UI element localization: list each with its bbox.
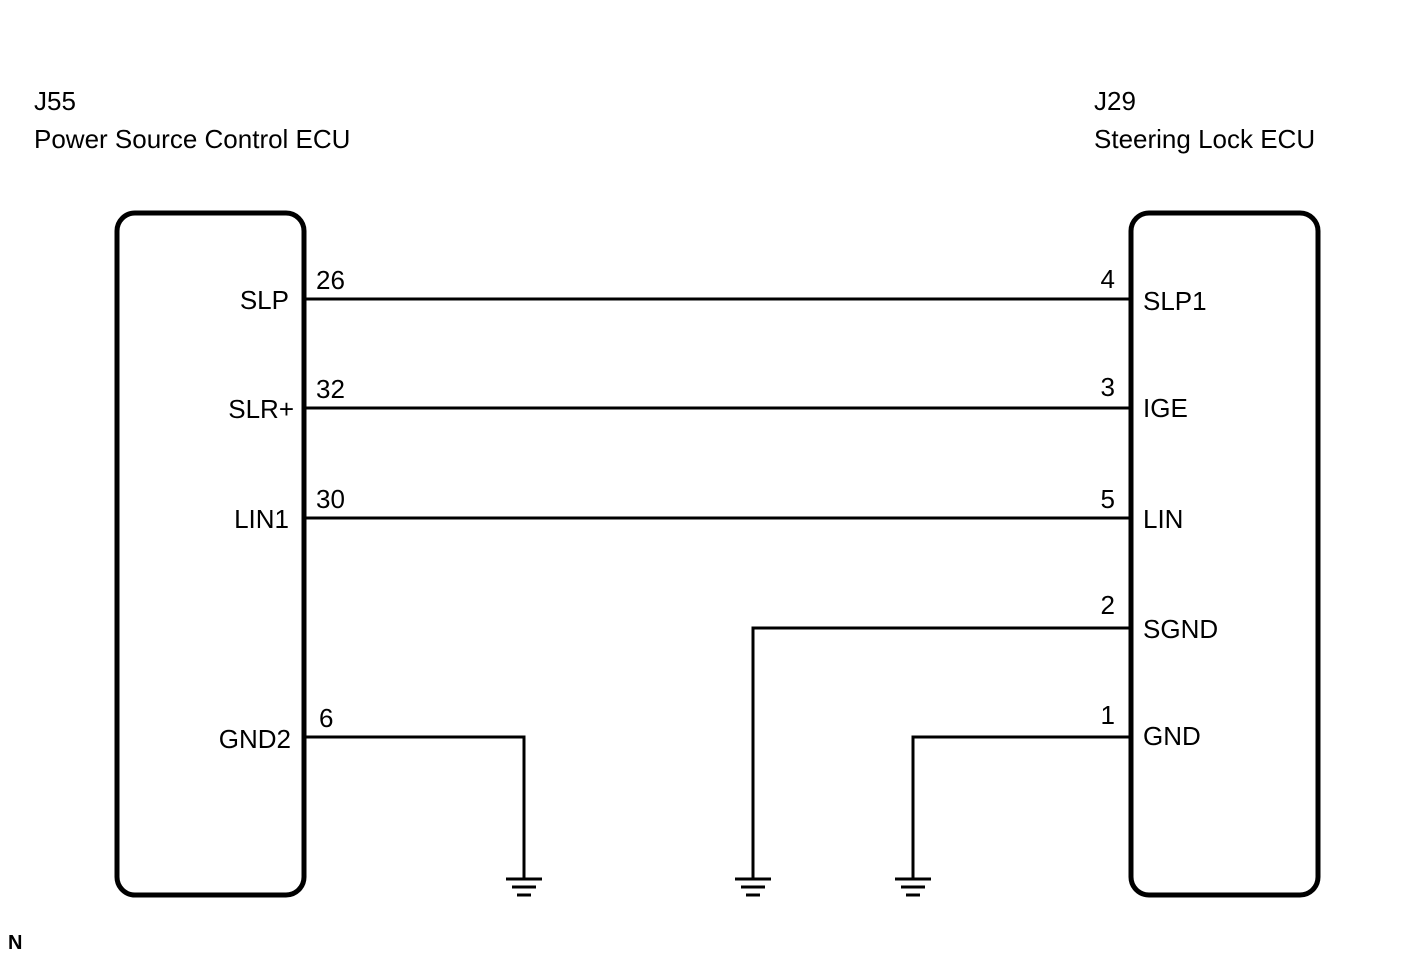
ground-symbol-left	[506, 877, 542, 897]
right-terminal-sgnd: SGND	[1143, 614, 1218, 644]
right-pin-number-gnd: 1	[1101, 700, 1115, 730]
left-pin-number-slp: 26	[316, 265, 345, 295]
left-ecu-box	[114, 210, 307, 898]
right-terminal-lin: LIN	[1143, 504, 1183, 534]
right-ecu-name: Steering Lock ECU	[1094, 124, 1315, 154]
ground-symbol-middle	[735, 877, 771, 897]
wire-gnd2-to-ground	[305, 735, 526, 878]
left-pin-number-gnd2: 6	[319, 703, 333, 733]
wire-sgnd-to-ground	[751, 626, 1131, 878]
left-ecu-name: Power Source Control ECU	[34, 124, 350, 154]
right-ecu-box	[1128, 210, 1321, 898]
ground-symbol-right	[895, 877, 931, 897]
left-terminal-slr-plus: SLR+	[228, 394, 294, 424]
left-terminal-lin1: LIN1	[234, 504, 289, 534]
left-connector-id: J55	[34, 86, 76, 116]
left-terminal-slp: SLP	[240, 285, 289, 315]
right-terminal-ige: IGE	[1143, 393, 1188, 423]
left-terminal-gnd2: GND2	[219, 724, 291, 754]
right-terminal-gnd: GND	[1143, 721, 1201, 751]
wire-gnd-to-ground	[911, 735, 1131, 878]
left-pin-number-lin1: 30	[316, 484, 345, 514]
right-connector-id: J29	[1094, 86, 1136, 116]
right-terminal-slp1: SLP1	[1143, 286, 1207, 316]
right-pin-number-ige: 3	[1101, 372, 1115, 402]
corner-code: N	[8, 932, 22, 954]
right-pin-number-lin: 5	[1101, 484, 1115, 514]
right-pin-number-sgnd: 2	[1101, 590, 1115, 620]
left-pin-number-slr-plus: 32	[316, 374, 345, 404]
right-pin-number-slp1: 4	[1101, 264, 1115, 294]
